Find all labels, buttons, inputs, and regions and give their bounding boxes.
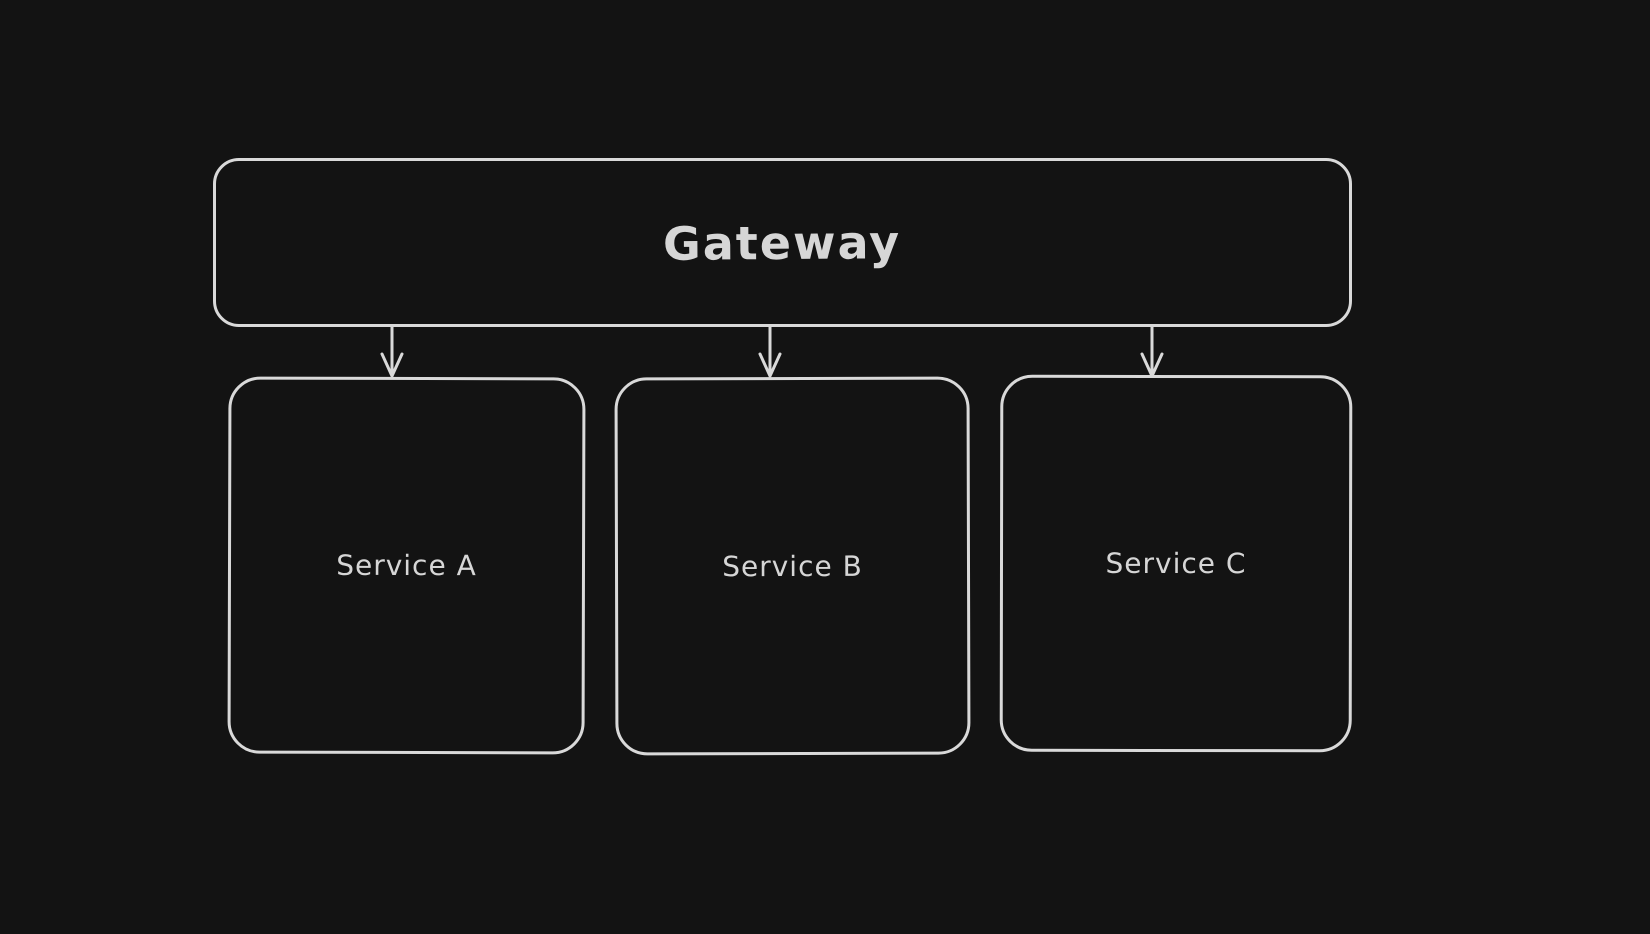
node-service-a-label: Service A [336,548,477,583]
node-service-b-label: Service B [722,549,863,583]
arrow-down-icon [380,325,404,378]
edge-gateway-to-service-c [1136,325,1168,379]
arrow-down-icon [1140,325,1164,378]
node-gateway-label: Gateway [663,214,902,271]
node-service-b: Service B [614,376,971,756]
node-service-c: Service C [999,374,1353,753]
arrow-down-icon [758,325,782,378]
node-service-a: Service A [227,376,586,755]
edge-gateway-to-service-b [754,325,786,379]
node-service-c-label: Service C [1105,546,1247,581]
edge-gateway-to-service-a [376,325,408,379]
node-gateway: Gateway [213,158,1352,327]
